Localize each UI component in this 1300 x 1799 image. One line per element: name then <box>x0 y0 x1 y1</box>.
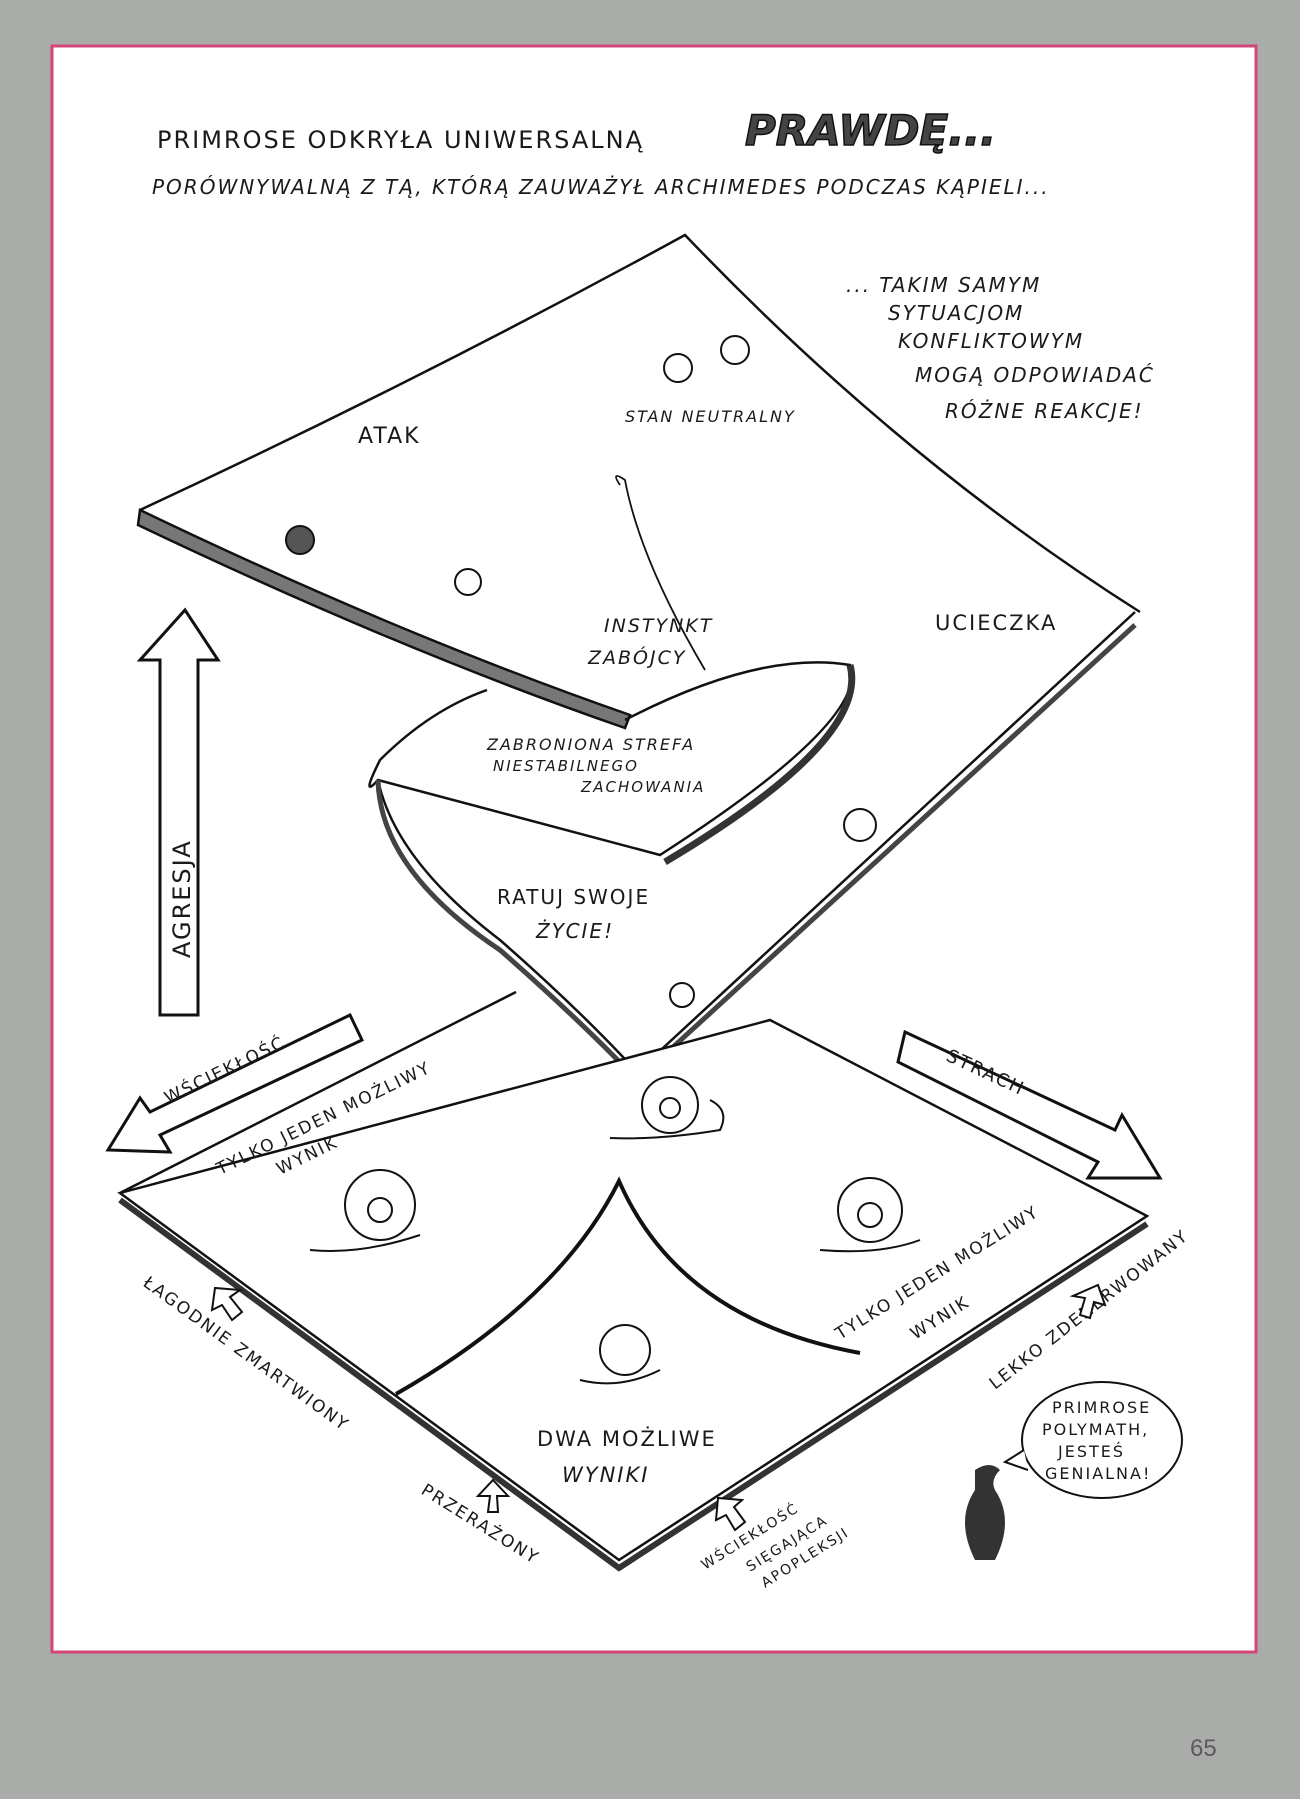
label-forbidden-zone: ZABRONIONA STREFA <box>486 735 695 754</box>
vase-icon <box>965 1465 1005 1560</box>
up-arrow-icon <box>1069 1283 1107 1320</box>
label-two-outcomes: DWA MOŻLIWE <box>537 1426 717 1451</box>
side-note-line: MOGĄ ODPOWIADAĆ <box>915 363 1155 387</box>
side-note: ... TAKIM SAMYM SYTUACJOM KONFLIKTOWYM M… <box>846 273 1155 423</box>
character-icon <box>843 808 877 842</box>
up-arrow-icon <box>210 1286 244 1322</box>
snail-icon <box>609 1076 725 1140</box>
fear-arrow <box>896 1029 1163 1180</box>
up-arrow-icon <box>714 1496 747 1532</box>
speech-line: POLYMATH, <box>1042 1420 1149 1439</box>
label-escape: UCIECZKA <box>935 611 1057 635</box>
label-two-outcomes: WYNIKI <box>562 1463 649 1487</box>
character-figures <box>285 335 877 842</box>
character-icon <box>720 335 750 365</box>
base-plane <box>117 990 1150 1572</box>
snail-icon <box>454 353 695 1008</box>
speech-bubble-text: PRIMROSE POLYMATH, JESTEŚ GENIALNA! <box>1042 1398 1151 1483</box>
rage-arrow <box>105 1012 365 1154</box>
label-neutral: STAN NEUTRALNY <box>625 407 796 426</box>
side-note-line: KONFLIKTOWYM <box>898 329 1084 353</box>
aggression-arrow <box>136 607 221 1017</box>
snail-icon <box>579 1324 661 1385</box>
label-killer-instinct: ZABÓJCY <box>587 645 686 669</box>
label-save-life: RATUJ SWOJE <box>497 885 650 909</box>
label-save-life: ŻYCIE! <box>535 919 614 943</box>
side-note-line: ... TAKIM SAMYM <box>846 273 1041 297</box>
snail-icon <box>309 1169 421 1252</box>
page-number: 65 <box>1190 1735 1217 1762</box>
side-note-line: SYTUACJOM <box>888 301 1024 325</box>
snail-icon <box>819 1177 921 1253</box>
up-arrow-icon <box>475 1478 511 1513</box>
label-attack: ATAK <box>358 424 421 449</box>
speech-line: GENIALNA! <box>1045 1464 1151 1483</box>
aggression-label: AGRESJA <box>168 839 196 958</box>
cusp-surface <box>136 233 1141 1084</box>
speech-bubble-tail <box>1002 1449 1029 1471</box>
side-note-line: RÓŻNE REAKCJE! <box>945 399 1144 423</box>
speech-line: PRIMROSE <box>1052 1398 1151 1417</box>
snail-figures <box>309 353 921 1385</box>
speech-line: JESTEŚ <box>1057 1442 1125 1461</box>
character-icon <box>285 525 315 555</box>
speech-bubble <box>1021 1381 1183 1499</box>
label-forbidden-zone: NIESTABILNEGO <box>493 757 639 775</box>
direction-arrows <box>210 1283 1107 1532</box>
header-line2: PORÓWNYWALNĄ Z TĄ, KTÓRĄ ZAUWAŻYŁ ARCHIM… <box>152 175 1050 199</box>
header-line1: PRIMROSE ODKRYŁA UNIWERSALNĄ <box>157 126 644 154</box>
header-highlight: PRAWDĘ... <box>745 106 996 155</box>
label-forbidden-zone: ZACHOWANIA <box>580 778 705 796</box>
label-killer-instinct: INSTYNKT <box>604 615 713 637</box>
